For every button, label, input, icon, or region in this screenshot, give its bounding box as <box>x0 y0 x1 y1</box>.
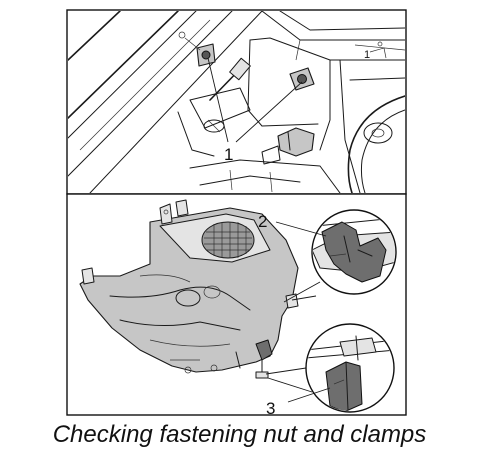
callout-label-1: 1 <box>224 145 233 164</box>
clamp-2 <box>321 221 387 283</box>
speaker-grille <box>201 221 255 259</box>
callout-label-3: 3 <box>266 399 275 418</box>
bottom-panel: 2 3 <box>66 193 407 418</box>
fastening-nut-left <box>196 43 216 67</box>
fastening-nut-right <box>289 67 315 91</box>
leader-line-3 <box>287 387 331 403</box>
zoom-line-3b <box>267 377 313 393</box>
speaker-grille-mesh <box>204 222 252 258</box>
leader-line-2 <box>275 221 327 237</box>
zoom-line-2a <box>283 281 321 303</box>
callout-label-2: 2 <box>258 212 267 231</box>
vehicle-body-structure <box>68 11 405 193</box>
zoom-line-2b <box>291 295 317 301</box>
detail-view-clamp-2 <box>311 209 397 295</box>
leader-line-1b <box>235 81 303 143</box>
top-panel: 1 1 <box>66 9 407 195</box>
leader-line-1a <box>207 57 229 143</box>
detail-view-clamp-3 <box>305 323 395 413</box>
callout-label-1-small: 1 <box>364 49 370 61</box>
zoom-line-3a <box>265 367 307 375</box>
top-panel-frame <box>66 9 407 195</box>
clamp-3 <box>325 361 363 411</box>
interior-trim-housing <box>79 199 299 379</box>
figure-caption: Checking fastening nut and clamps <box>52 421 427 448</box>
